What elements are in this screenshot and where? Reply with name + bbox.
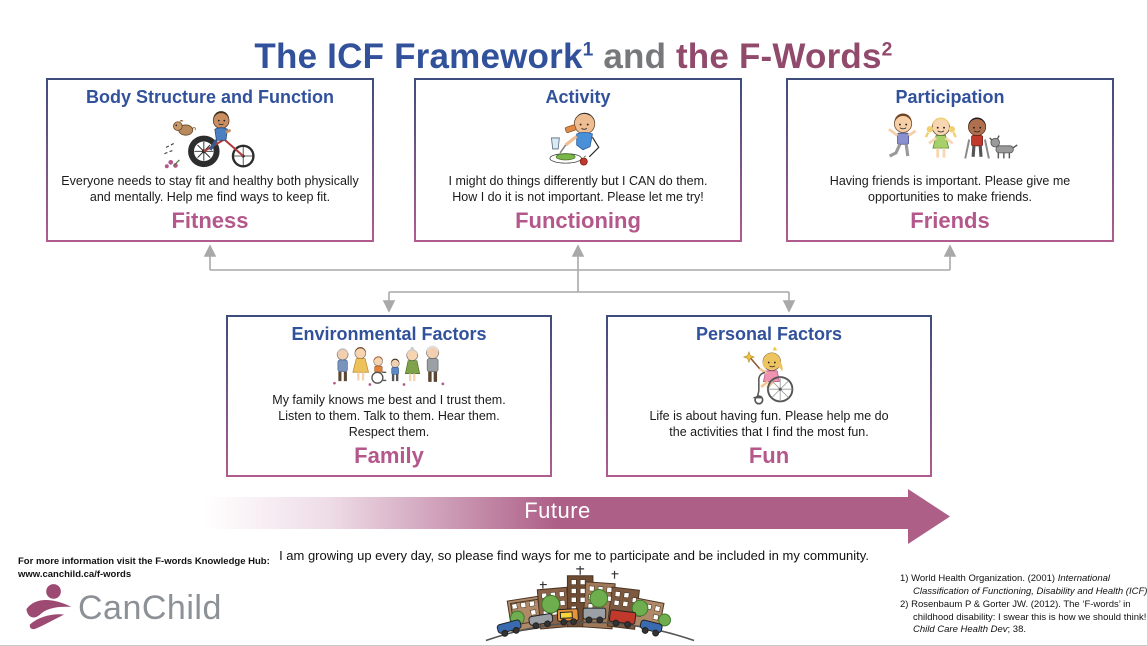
family-icon bbox=[333, 345, 445, 386]
ref2-text: Rosenbaum P & Gorter JW. (2012). The ‘F-… bbox=[911, 599, 1147, 623]
title-fwords-part: the F-Words bbox=[675, 37, 882, 77]
three-kids-dog-illustration bbox=[796, 108, 1104, 171]
card-environmental: Environmental Factors bbox=[226, 315, 552, 477]
boy-eating-icon bbox=[549, 112, 600, 166]
canchild-logo-text: CanChild bbox=[78, 588, 222, 627]
fword-friends: Friends bbox=[910, 208, 990, 233]
ref1-num: 1) bbox=[900, 573, 909, 584]
title-icf-part: The ICF Framework bbox=[254, 37, 583, 77]
card-text-personal: Life is about having fun. Please help me… bbox=[649, 409, 889, 439]
family-illustration bbox=[236, 345, 542, 390]
card-participation: Participation bbox=[786, 78, 1114, 242]
card-title-environmental: Environmental Factors bbox=[291, 324, 487, 344]
future-label: Future bbox=[524, 498, 591, 523]
info-text: For more information visit the F-words K… bbox=[18, 556, 270, 582]
fword-fun: Fun bbox=[748, 443, 790, 468]
city-icon bbox=[485, 565, 695, 642]
kid-on-bike-icon bbox=[164, 111, 255, 169]
kid-on-bike-illustration bbox=[56, 108, 364, 171]
fword-fitness: Fitness bbox=[171, 208, 249, 233]
canchild-logo: CanChild bbox=[24, 582, 222, 634]
future-arrow: Future bbox=[205, 489, 950, 544]
title-superscript-1: 1 bbox=[582, 39, 594, 61]
future-caption: I am growing up every day, so please fin… bbox=[279, 548, 869, 563]
card-title-activity: Activity bbox=[545, 87, 611, 107]
ref2-text-end: ; 38. bbox=[1007, 624, 1027, 636]
info-line1: For more information visit the F-words K… bbox=[18, 556, 270, 567]
reference-1: 1) World Health Organization. (2001) Int… bbox=[900, 573, 1148, 598]
fword-functioning: Functioning bbox=[515, 208, 641, 233]
ref2-italic: Child Care Health Dev bbox=[913, 624, 1008, 636]
card-personal: Personal Factors Life is about having bbox=[606, 315, 932, 477]
title-and: and bbox=[603, 37, 667, 77]
card-text-activity: I might do things differently but I CAN … bbox=[448, 174, 708, 204]
three-kids-dog-icon bbox=[888, 113, 1018, 159]
fword-family: Family bbox=[354, 443, 424, 468]
card-body-structure: Body Structure and Function bbox=[46, 78, 374, 242]
canchild-logo-icon bbox=[26, 584, 72, 630]
ref1-italic: International Classification of Function… bbox=[913, 573, 1148, 597]
city-illustration bbox=[482, 563, 698, 644]
ref2-num: 2) bbox=[900, 599, 909, 611]
card-title-participation: Participation bbox=[895, 87, 1005, 107]
reference-2: 2) Rosenbaum P & Gorter JW. (2012). The … bbox=[900, 599, 1147, 637]
card-text-participation: Having friends is important. Please give… bbox=[829, 174, 1071, 204]
card-title-body-structure: Body Structure and Function bbox=[85, 87, 334, 107]
future-arrow-shape bbox=[205, 489, 950, 544]
references: 1) World Health Organization. (2001) Int… bbox=[900, 573, 1148, 638]
card-text-body-structure: Everyone needs to stay fit and healthy b… bbox=[61, 174, 359, 204]
knowledge-hub-link[interactable]: www.canchild.ca/f-words bbox=[18, 568, 132, 580]
girl-wheelchair-icon bbox=[743, 346, 794, 405]
ref1-text: World Health Organization. (2001) bbox=[911, 573, 1058, 584]
card-title-personal: Personal Factors bbox=[695, 324, 843, 344]
boy-eating-illustration bbox=[424, 108, 732, 171]
girl-wheelchair-illustration bbox=[616, 345, 922, 406]
title-superscript-2: 2 bbox=[881, 39, 893, 61]
card-text-environmental: My family knows me best and I trust them… bbox=[272, 393, 506, 439]
card-activity: Activity I might do things differently b… bbox=[414, 78, 742, 242]
